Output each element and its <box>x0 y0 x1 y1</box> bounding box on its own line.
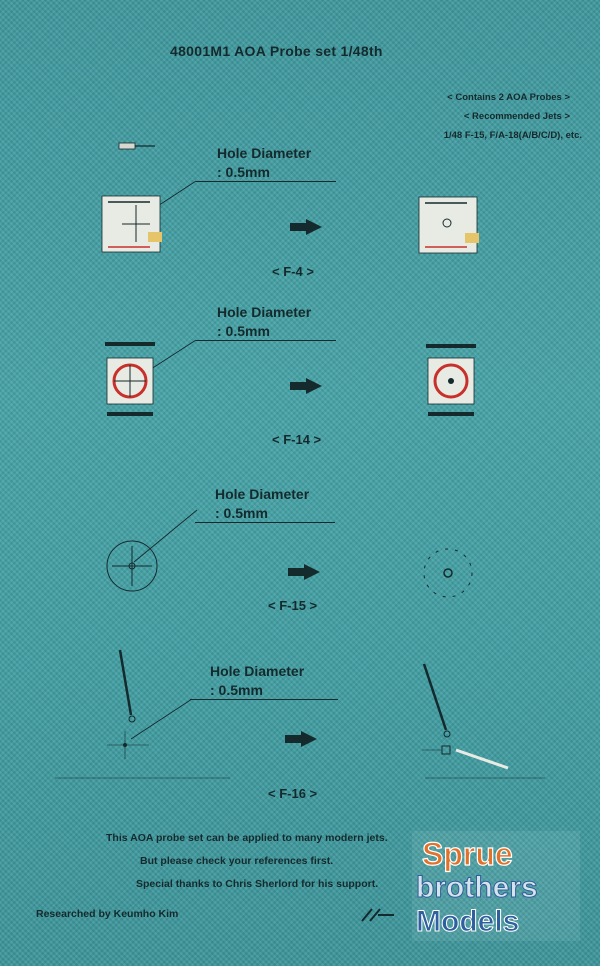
watermark-word-3: Models <box>416 905 519 938</box>
f16-probe-before <box>107 649 193 759</box>
leader-line <box>195 522 335 523</box>
jet-label-f4: < F-4 > <box>272 264 314 279</box>
watermark-logo: Sprue brothers Models <box>412 831 580 941</box>
f15-marking-before <box>106 509 198 592</box>
divider-line <box>55 777 545 779</box>
recommended-note: < Recommended Jets > <box>463 111 570 122</box>
footer-note-1: This AOA probe set can be applied to man… <box>106 832 388 844</box>
leader-line <box>196 340 336 341</box>
footer-note-3: Special thanks to Chris Sherlord for his… <box>136 878 379 890</box>
f14-decal-before <box>105 339 197 416</box>
hole-diameter-label: Hole Diameter <box>217 304 312 320</box>
hole-diameter-label: Hole Diameter <box>215 486 310 502</box>
footer-note-2: But please check your references first. <box>140 855 334 867</box>
arrow-icon <box>290 219 322 235</box>
logo-mark-icon <box>361 908 394 922</box>
contains-note: < Contains 2 AOA Probes > <box>447 92 570 103</box>
f4-decal-before <box>101 180 197 253</box>
watermark-word-2: brothers <box>416 871 538 904</box>
jet-label-f16: < F-16 > <box>268 786 318 801</box>
hole-diameter-label: Hole Diameter <box>210 663 305 679</box>
leader-line <box>196 181 336 182</box>
credit-text: Researched by Keumho Kim <box>36 908 179 920</box>
recommended-jets: 1/48 F-15, F/A-18(A/B/C/D), etc. <box>443 130 582 141</box>
f4-decal-after <box>418 196 479 254</box>
leader-line <box>190 699 338 700</box>
hole-diameter-value: : 0.5mm <box>217 323 270 339</box>
hole-diameter-label: Hole Diameter <box>217 145 312 161</box>
watermark-word-1: Sprue <box>422 836 513 872</box>
probe-icon <box>118 142 155 150</box>
hole-diameter-value: : 0.5mm <box>215 505 268 521</box>
f14-decal-after <box>426 344 476 416</box>
f16-probe-after <box>422 663 509 770</box>
arrow-icon <box>290 378 322 394</box>
page-title: 48001M1 AOA Probe set 1/48th <box>170 43 383 59</box>
hole-diameter-value: : 0.5mm <box>210 682 263 698</box>
arrow-icon <box>285 731 317 747</box>
arrow-icon <box>288 564 320 580</box>
jet-label-f14: < F-14 > <box>272 432 322 447</box>
jet-label-f15: < F-15 > <box>268 598 318 613</box>
hole-diameter-value: : 0.5mm <box>217 164 270 180</box>
f15-marking-after <box>423 548 473 598</box>
